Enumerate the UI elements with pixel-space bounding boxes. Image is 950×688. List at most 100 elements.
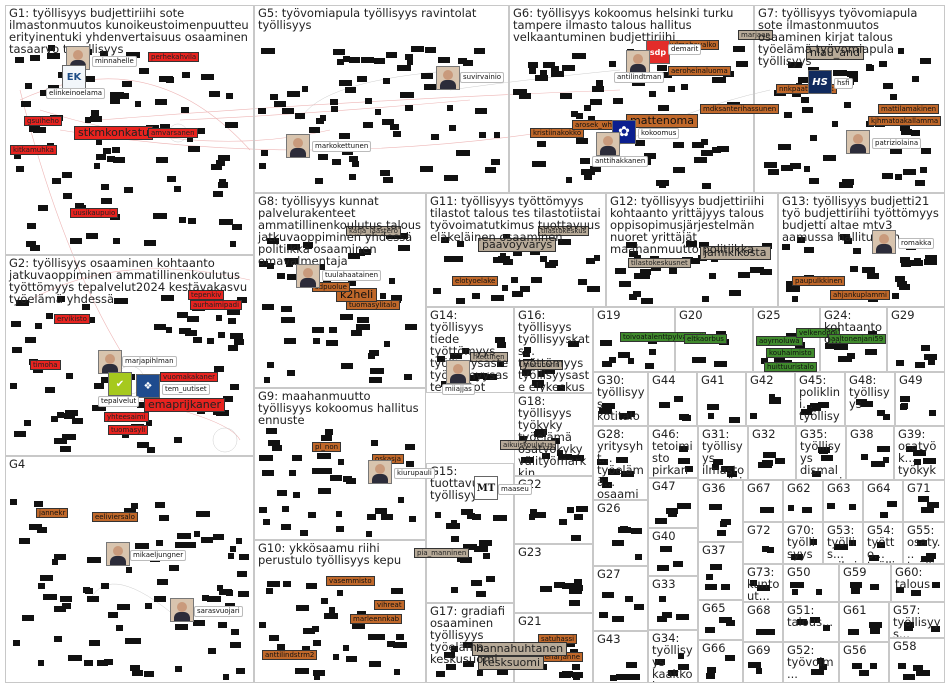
graph-node[interactable]	[321, 435, 332, 441]
graph-node[interactable]	[45, 387, 55, 393]
graph-node[interactable]	[792, 589, 798, 595]
graph-node[interactable]	[790, 582, 804, 588]
graph-node[interactable]	[345, 87, 356, 93]
graph-node[interactable]	[592, 86, 604, 92]
graph-node[interactable]	[599, 408, 612, 414]
graph-node[interactable]	[228, 553, 234, 559]
graph-node[interactable]	[377, 634, 385, 640]
graph-node[interactable]	[778, 144, 791, 150]
graph-node[interactable]	[571, 535, 581, 541]
graph-node[interactable]	[456, 150, 470, 156]
graph-node[interactable]	[313, 670, 325, 676]
graph-node[interactable]	[810, 539, 817, 545]
graph-node[interactable]	[877, 446, 890, 452]
graph-node[interactable]	[790, 163, 801, 169]
graph-node[interactable]	[576, 138, 588, 144]
graph-node[interactable]	[475, 108, 487, 114]
graph-node[interactable]	[60, 596, 72, 602]
graph-node[interactable]	[883, 83, 893, 89]
graph-node[interactable]	[312, 468, 325, 474]
graph-node[interactable]	[849, 76, 858, 82]
graph-node[interactable]	[571, 111, 578, 117]
profile-avatar[interactable]	[596, 132, 620, 156]
graph-node[interactable]	[853, 248, 861, 254]
graph-node[interactable]	[330, 475, 342, 481]
graph-node[interactable]	[511, 277, 518, 283]
graph-node[interactable]	[729, 417, 740, 423]
graph-node[interactable]	[383, 177, 393, 183]
graph-node[interactable]	[292, 455, 302, 461]
graph-node[interactable]	[705, 627, 715, 633]
graph-node[interactable]	[599, 612, 608, 618]
graph-node[interactable]	[277, 644, 285, 650]
graph-node[interactable]	[219, 219, 233, 225]
graph-node[interactable]	[532, 161, 546, 167]
graph-node[interactable]	[451, 536, 459, 542]
graph-node[interactable]	[557, 450, 563, 456]
graph-node[interactable]	[819, 664, 827, 670]
graph-node[interactable]	[870, 628, 880, 634]
graph-node[interactable]	[856, 399, 867, 405]
graph-node[interactable]	[352, 623, 365, 629]
graph-node[interactable]	[832, 121, 838, 127]
graph-node[interactable]	[862, 267, 875, 273]
graph-node[interactable]	[293, 91, 300, 97]
graph-node[interactable]	[906, 446, 916, 452]
graph-node[interactable]	[562, 671, 573, 677]
graph-node[interactable]	[96, 154, 106, 160]
graph-node[interactable]	[530, 509, 537, 515]
graph-node[interactable]	[394, 669, 400, 675]
graph-node[interactable]	[918, 496, 929, 502]
graph-node[interactable]	[43, 594, 57, 600]
graph-node[interactable]	[230, 241, 236, 247]
graph-node[interactable]	[801, 97, 809, 103]
graph-node[interactable]	[540, 256, 547, 262]
graph-node[interactable]	[914, 459, 921, 465]
graph-node[interactable]	[645, 363, 654, 369]
graph-node[interactable]	[202, 595, 209, 601]
graph-node[interactable]	[303, 628, 315, 634]
graph-node[interactable]	[581, 169, 595, 175]
graph-node[interactable]	[370, 368, 384, 374]
graph-node[interactable]	[19, 538, 30, 544]
graph-node[interactable]	[21, 101, 31, 107]
graph-node[interactable]	[349, 174, 356, 180]
graph-node[interactable]	[315, 178, 323, 184]
graph-node[interactable]	[762, 546, 769, 552]
graph-node[interactable]	[225, 122, 238, 128]
account-label[interactable]: antilindtman	[614, 72, 665, 83]
graph-node[interactable]	[676, 614, 689, 620]
graph-node[interactable]	[635, 140, 645, 146]
graph-node[interactable]	[915, 362, 925, 368]
graph-node[interactable]	[748, 662, 761, 668]
graph-node[interactable]	[681, 84, 688, 90]
graph-node[interactable]	[838, 356, 852, 362]
graph-node[interactable]	[287, 91, 295, 97]
graph-node[interactable]	[313, 640, 321, 646]
graph-node[interactable]	[264, 377, 270, 383]
graph-node[interactable]	[58, 72, 65, 78]
graph-node[interactable]	[177, 533, 191, 539]
tag-pill[interactable]: ahjankuplammi	[830, 290, 890, 300]
graph-node[interactable]	[433, 288, 441, 294]
graph-node[interactable]	[791, 554, 803, 560]
graph-node[interactable]	[877, 542, 885, 548]
graph-node[interactable]	[574, 579, 582, 585]
graph-node[interactable]	[613, 98, 623, 104]
graph-node[interactable]	[871, 461, 885, 467]
graph-node[interactable]	[512, 291, 523, 297]
graph-node[interactable]	[397, 65, 411, 71]
graph-node[interactable]	[218, 332, 225, 338]
graph-node[interactable]	[674, 396, 683, 402]
tag-pill[interactable]: uusikaupuio	[70, 208, 119, 218]
account-label[interactable]: minnahelle	[92, 56, 137, 67]
graph-node[interactable]	[727, 471, 737, 477]
graph-node[interactable]	[712, 147, 721, 153]
graph-node[interactable]	[25, 337, 36, 343]
graph-node[interactable]	[673, 142, 684, 148]
graph-node[interactable]	[657, 616, 667, 622]
account-label[interactable]: demarit	[668, 44, 702, 55]
graph-node[interactable]	[474, 373, 487, 379]
graph-node[interactable]	[562, 641, 575, 647]
graph-node[interactable]	[400, 233, 408, 239]
